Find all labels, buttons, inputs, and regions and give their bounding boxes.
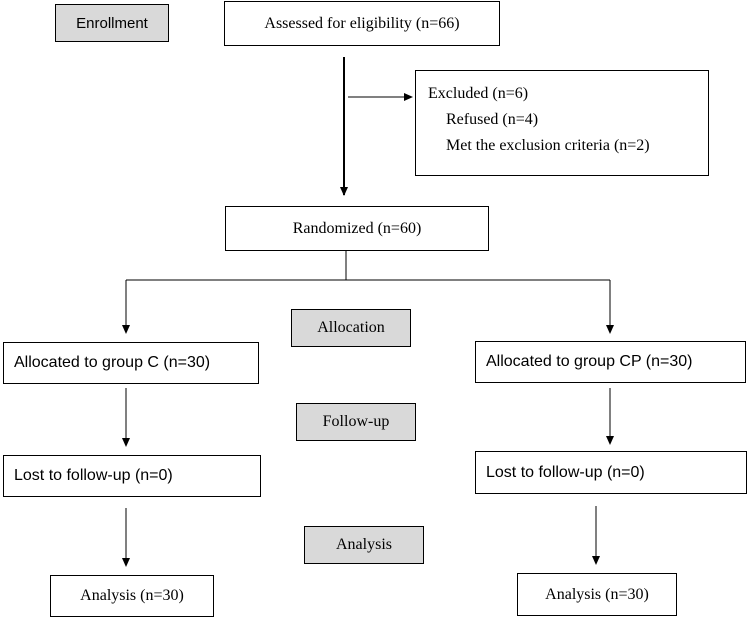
group-cp-lost-box: Lost to follow-up (n=0): [475, 451, 747, 494]
assessed-label: Assessed for eligibility (n=66): [264, 14, 460, 32]
group-c-analysis-box: Analysis (n=30): [50, 575, 214, 617]
stage-follow-up-label: Follow-up: [322, 413, 390, 430]
group-cp-analysis-label: Analysis (n=30): [545, 585, 649, 603]
group-c-allocated-label: Allocated to group C (n=30): [14, 354, 211, 371]
stage-enrollment-label: Enrollment: [76, 14, 148, 32]
group-cp-analysis-box: Analysis (n=30): [517, 573, 677, 616]
group-c-allocated-box: Allocated to group C (n=30): [3, 342, 259, 384]
stage-analysis-label: Analysis: [336, 536, 392, 553]
excluded-box: Excluded (n=6) Refused (n=4) Met the exc…: [415, 70, 709, 176]
stage-allocation: Allocation: [291, 309, 411, 347]
stage-allocation-label: Allocation: [317, 319, 385, 336]
group-cp-lost-label: Lost to follow-up (n=0): [486, 463, 645, 481]
assessed-box: Assessed for eligibility (n=66): [224, 1, 500, 46]
excluded-reason-criteria: Met the exclusion criteria (n=2): [446, 137, 650, 154]
randomized-box: Randomized (n=60): [225, 206, 489, 251]
group-c-analysis-label: Analysis (n=30): [80, 587, 184, 604]
stage-analysis: Analysis: [304, 526, 424, 564]
excluded-reason-refused: Refused (n=4): [446, 111, 539, 128]
stage-enrollment: Enrollment: [55, 4, 169, 42]
randomized-label: Randomized (n=60): [292, 219, 422, 237]
group-c-lost-box: Lost to follow-up (n=0): [3, 455, 261, 497]
group-cp-allocated-box: Allocated to group CP (n=30): [475, 341, 746, 383]
group-cp-allocated-label: Allocated to group CP (n=30): [486, 353, 693, 370]
excluded-title: Excluded (n=6): [428, 85, 529, 102]
stage-follow-up: Follow-up: [296, 403, 416, 441]
group-c-lost-label: Lost to follow-up (n=0): [14, 467, 173, 484]
